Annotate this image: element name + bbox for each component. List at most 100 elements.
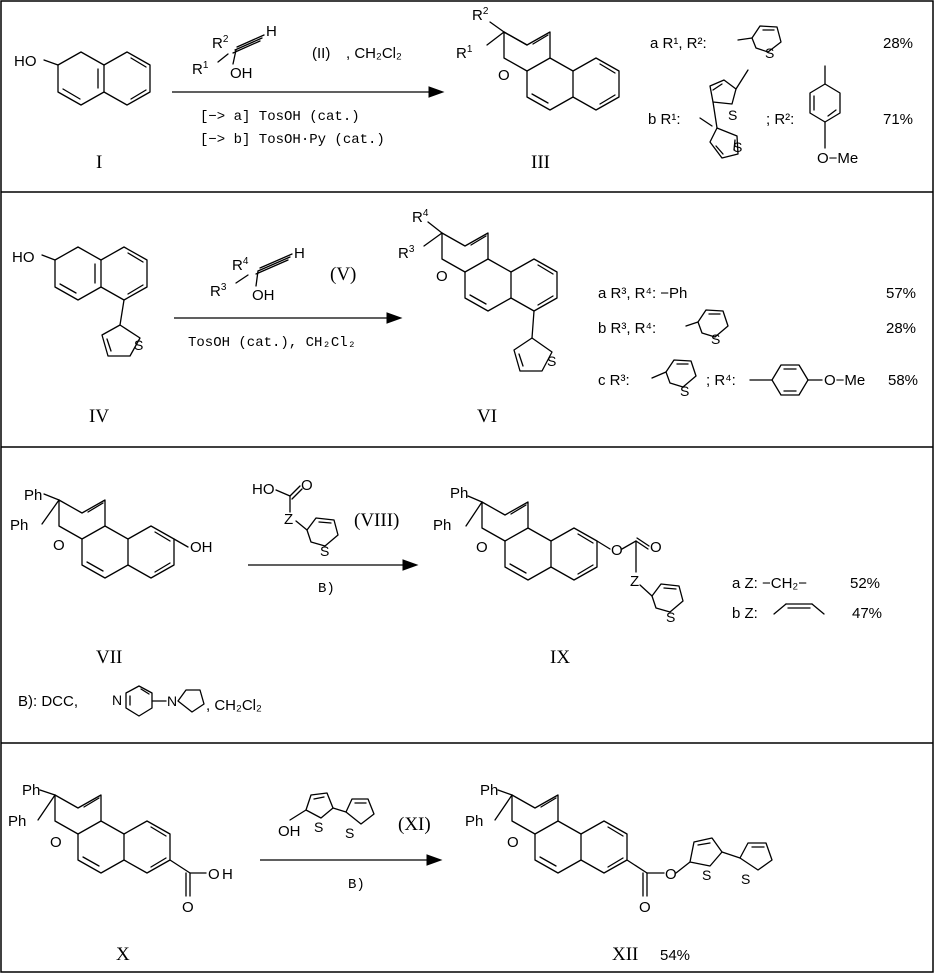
compound-XII-S1: S	[702, 867, 711, 883]
reaction2-conditions: TosOH (cat.), CH₂Cl₂	[188, 335, 356, 351]
reaction2-row-a-yield: 57%	[886, 285, 916, 302]
reaction1-arrowhead	[428, 86, 445, 98]
footnote-solvent: , CH₂Cl₂	[206, 697, 262, 714]
thiophene-r1a-S: S	[765, 45, 774, 61]
reaction3-row-a-yield: 52%	[850, 575, 880, 592]
compound-XII-structure	[494, 789, 773, 897]
reaction2-row-c-ome: O−Me	[824, 372, 865, 389]
compound-X-structure	[37, 789, 207, 897]
compound-XII-yield: 54%	[660, 947, 690, 964]
compound-VI-R3: R3	[398, 244, 415, 262]
compound-III-R1: R1	[456, 44, 473, 62]
compound-X-O: O	[50, 834, 62, 851]
compound-IX-structure	[465, 495, 684, 613]
reaction2-row-a-label: a R³, R⁴: −Ph	[598, 285, 687, 302]
compound-VII-O: O	[53, 537, 65, 554]
reaction1-condition-a: [−> a] TosOH (cat.)	[200, 109, 360, 125]
compound-X-Ph2: Ph	[8, 813, 26, 830]
compound-I-OH: HO	[14, 53, 37, 70]
reaction4-arrowhead	[426, 854, 443, 866]
reaction1-row-a-label: a R¹, R²:	[650, 35, 707, 52]
reagent-V-structure	[235, 253, 293, 287]
bithiophene-r1b-S1: S	[728, 107, 737, 123]
reagent-II-label: (II)	[312, 45, 330, 62]
reaction3-row-b-label: b Z:	[732, 605, 758, 622]
reagent-VIII-O: O	[301, 477, 313, 494]
compound-VII-Ph2: Ph	[10, 517, 28, 534]
thiophene-r2b-S: S	[711, 331, 720, 347]
reagent-XI-S2: S	[345, 825, 354, 841]
compound-VI-label: VI	[477, 406, 497, 427]
compound-VI-O: O	[436, 268, 448, 285]
thiophene-r3c-S: S	[680, 383, 689, 399]
compound-XII-S2: S	[741, 871, 750, 887]
compound-XII-O: O	[507, 834, 519, 851]
compound-IX-Ph1: Ph	[450, 485, 468, 502]
reagent-VIII-S: S	[320, 543, 329, 559]
reagent-V-OH: OH	[252, 287, 275, 304]
reagent-VIII-Z: Z	[284, 511, 293, 528]
reagent-XI-OH: OH	[278, 823, 301, 840]
footnote-pyrrolidine-N: N	[167, 693, 177, 709]
compound-VII-Ph1: Ph	[24, 487, 42, 504]
footnote-label: B): DCC,	[18, 693, 78, 710]
anisyl-icon-r4c	[749, 364, 823, 396]
reaction1-row-b-ome: O−Me	[817, 150, 858, 167]
reagent-V-H: H	[294, 245, 305, 262]
compound-IV-S: S	[134, 337, 143, 353]
reaction1-solvent: , CH₂Cl₂	[346, 45, 402, 62]
compound-X-label: X	[116, 944, 130, 965]
compound-XII-ester-O: O	[665, 866, 677, 883]
compound-VI-R4: R4	[412, 208, 429, 226]
compound-VII-structure	[41, 493, 189, 579]
anisyl-icon-r1b	[809, 65, 841, 149]
compound-VII-OH: OH	[190, 539, 213, 556]
reaction1-row-b-yield: 71%	[883, 111, 913, 128]
reaction4-conditions: B)	[348, 877, 365, 893]
reagent-II-structure	[217, 34, 265, 65]
reaction2-row-c-r4: ; R⁴:	[706, 372, 736, 389]
reaction1-row-b-label: b R¹:	[648, 111, 681, 128]
compound-III-structure	[486, 21, 620, 111]
compound-IX-O-carbonyl: O	[650, 539, 662, 556]
compound-I-label: I	[96, 152, 102, 173]
compound-X-Ph1: Ph	[22, 782, 40, 799]
compound-X-carbonyl-O: O	[182, 899, 194, 916]
pyrrolidinopyridine-icon	[125, 685, 205, 717]
reagent-V-R4: R4	[232, 256, 249, 274]
compound-IV-label: IV	[89, 406, 109, 427]
compound-IX-O-ester: O	[611, 542, 623, 559]
reaction2-row-c-label: c R³:	[598, 372, 630, 389]
compound-IX-S: S	[666, 609, 675, 625]
compound-III-O: O	[498, 67, 510, 84]
reagent-II-H: H	[266, 23, 277, 40]
reaction3-row-a-label: a Z: −CH₂−	[732, 575, 807, 592]
reaction3-row-b-yield: 47%	[852, 605, 882, 622]
reagent-VIII-structure	[275, 485, 339, 547]
compound-III-R2: R2	[472, 6, 489, 24]
compound-VII-label: VII	[96, 647, 122, 668]
reaction1-row-a-yield: 28%	[883, 35, 913, 52]
reaction1-row-b-r2: ; R²:	[766, 111, 794, 128]
thiophene-icon-r2b	[685, 309, 729, 338]
compound-XII-carbonyl-O: O	[639, 899, 651, 916]
compound-XII-Ph2: Ph	[465, 813, 483, 830]
reagent-VIII-label: (VIII)	[354, 510, 399, 531]
compound-VI-structure	[423, 221, 558, 372]
reagent-II-R1: R1	[192, 60, 209, 78]
reagent-V-label: (V)	[330, 264, 356, 285]
reaction3-conditions: B)	[318, 581, 335, 597]
compound-IX-label: IX	[550, 647, 570, 668]
vinylene-icon-zb	[773, 603, 825, 615]
reagent-XI-S1: S	[314, 819, 323, 835]
bithiophene-r1b-S2: S	[733, 139, 742, 155]
bithiophene-icon-r1b	[699, 69, 749, 159]
reaction3-arrowhead	[402, 559, 419, 571]
compound-IX-Z: Z	[630, 573, 639, 590]
compound-XII-Ph1: Ph	[480, 782, 498, 799]
compound-XII-label: XII	[612, 944, 638, 965]
reaction2-row-c-yield: 58%	[888, 372, 918, 389]
